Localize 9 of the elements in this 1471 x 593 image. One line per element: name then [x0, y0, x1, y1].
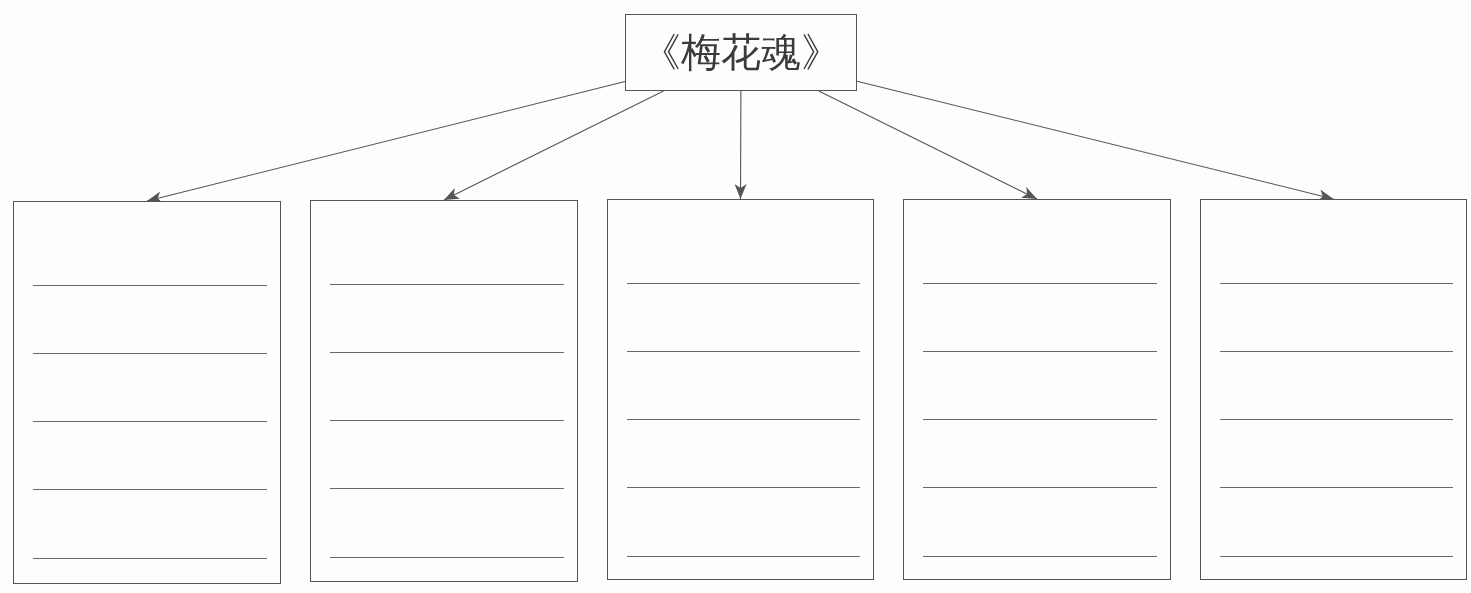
arrow	[818, 90, 1038, 200]
arrow	[734, 90, 747, 200]
answer-box	[310, 200, 578, 582]
answer-box	[1200, 199, 1467, 580]
answer-box	[903, 199, 1171, 580]
title-box: 《梅花魂》	[625, 14, 857, 91]
arrow	[443, 90, 665, 201]
answer-box	[13, 201, 281, 584]
answer-box	[607, 199, 874, 580]
